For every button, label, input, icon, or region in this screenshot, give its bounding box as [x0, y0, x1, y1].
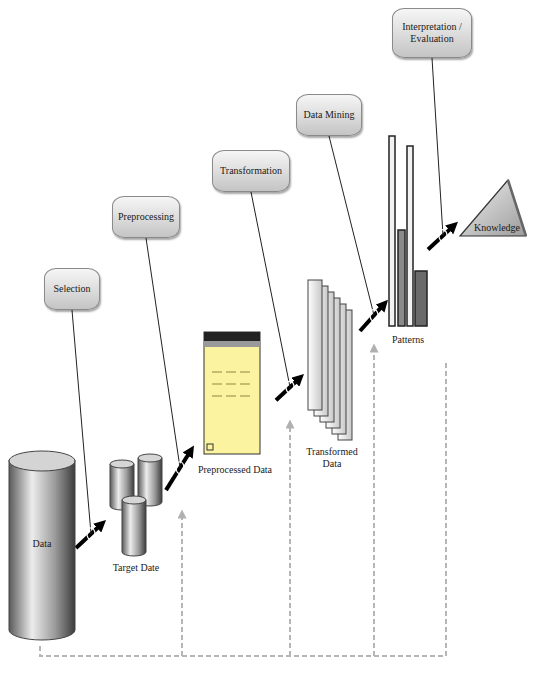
note-mark [226, 371, 236, 373]
leader-loop [87, 528, 95, 540]
knowledge-triangle: Knowledge [458, 178, 528, 238]
note-corner [207, 444, 213, 450]
bar [398, 230, 405, 326]
leader-loop [439, 230, 447, 242]
patterns-stage: Patterns [388, 134, 428, 352]
callout-label: Interpretation / Evaluation [398, 21, 466, 45]
note-mark [240, 371, 250, 373]
note-sheet [204, 332, 260, 454]
cylinder-top [138, 454, 162, 462]
stage-label: Data [10, 538, 74, 550]
bar [389, 136, 395, 326]
leader-line [329, 136, 374, 315]
note-band [204, 341, 260, 347]
callout-label: Transformation [218, 165, 284, 177]
cylinder-top [122, 496, 146, 504]
triangle-face [460, 180, 526, 236]
step-callout: Selection [44, 268, 100, 310]
note-mark [226, 383, 236, 385]
step-callout: Preprocessing [112, 196, 180, 238]
leader-loop [176, 462, 184, 474]
feedback-line [181, 514, 183, 656]
preprocessed-stage: Preprocessed Data [194, 330, 276, 486]
flow-arrows [76, 226, 454, 548]
target-data-stage: Target Date [106, 452, 166, 588]
stage-label: Preprocessed Data [196, 464, 274, 476]
bar [415, 271, 427, 326]
leader-line [146, 238, 180, 468]
callout-label: Selection [50, 283, 94, 295]
leader-lines [72, 58, 447, 540]
data-cylinder: Data [8, 450, 76, 642]
stage-label: Transformed Data [306, 446, 358, 470]
flow-arrow [76, 524, 102, 548]
stage-label: Target Date [108, 562, 164, 574]
page [308, 280, 322, 410]
flow-arrow [276, 378, 300, 400]
note-mark [212, 383, 222, 385]
cylinder-body [122, 500, 146, 556]
leader-line [251, 192, 290, 387]
step-callout: Data Mining [296, 94, 362, 136]
callout-label: Preprocessing [118, 211, 174, 223]
note-mark [226, 395, 236, 397]
pattern-bars [389, 136, 427, 326]
note-band [204, 332, 260, 341]
leader-line [432, 58, 443, 236]
bar [407, 146, 413, 326]
feedback-line [289, 424, 291, 656]
step-callout: Interpretation / Evaluation [392, 8, 472, 58]
note-mark [240, 395, 250, 397]
preprocessed-note [204, 332, 260, 454]
target-data-cylinders [110, 454, 162, 556]
feedback-line [373, 348, 375, 656]
flow-arrow [428, 226, 454, 250]
transformed-stage: Transformed Data [304, 280, 360, 476]
stage-label: Patterns [390, 334, 426, 346]
cylinder-body [9, 460, 75, 640]
step-callout: Transformation [212, 150, 290, 192]
cylinder-top [9, 451, 75, 471]
leader-loop [286, 381, 294, 393]
cylinder-top [110, 460, 134, 468]
note-mark [212, 371, 222, 373]
leader-loop [370, 309, 378, 321]
note-mark [240, 383, 250, 385]
note-mark [212, 395, 222, 397]
callout-label: Data Mining [302, 109, 356, 121]
stage-label: Knowledge [460, 222, 526, 234]
transformed-pages [308, 280, 352, 440]
note-marks [212, 372, 250, 396]
